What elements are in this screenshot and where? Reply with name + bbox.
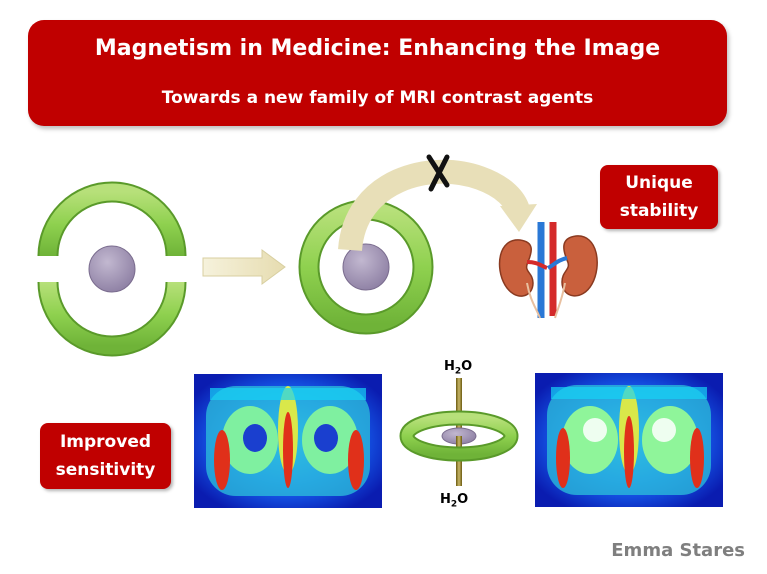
badge-line-1: Unique <box>625 173 693 193</box>
water-exchange-ring-icon <box>399 378 519 486</box>
badge-line-1: Improved <box>59 432 152 452</box>
mri-scan-image <box>194 374 382 508</box>
water-label-top: H2O <box>444 359 473 377</box>
page-subtitle: Towards a new family of MRI contrast age… <box>161 88 594 108</box>
badge-line-2: sensitivity <box>55 460 156 480</box>
right-arrow-icon <box>202 249 286 285</box>
blocked-arrow-icon <box>338 154 537 252</box>
title-banner: Magnetism in Medicine: Enhancing the Ima… <box>28 20 727 126</box>
split-ring-icon <box>37 181 187 357</box>
improved-sensitivity-badge: Improved sensitivity <box>40 423 171 489</box>
kidney-icon <box>498 222 598 319</box>
page-title: Magnetism in Medicine: Enhancing the Ima… <box>94 36 661 61</box>
mri-scan-image <box>535 373 723 507</box>
author-name: Emma Stares <box>611 540 745 561</box>
badge-line-2: stability <box>619 201 699 221</box>
unique-stability-badge: Unique stability <box>600 165 718 229</box>
water-label-bottom: H2O <box>440 492 469 510</box>
